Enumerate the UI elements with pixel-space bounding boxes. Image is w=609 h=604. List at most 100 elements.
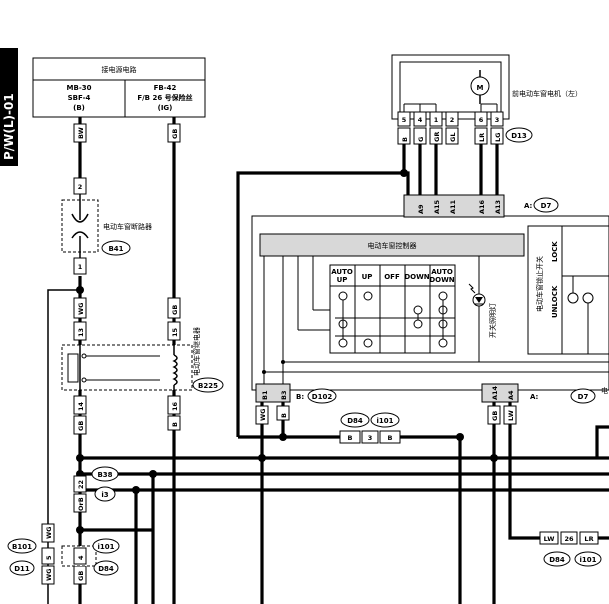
- breaker-label: 电动车窗断路器: [103, 222, 152, 231]
- connector-d84-right: D84: [549, 556, 565, 564]
- wire-lr-j26: LR: [584, 535, 593, 543]
- power-right-fuse-3: (IG): [158, 104, 173, 112]
- controller-top-pin: A9: [417, 204, 425, 214]
- connector-a-prefix-top: A:: [524, 202, 533, 210]
- connector-i101-right: i101: [579, 556, 596, 564]
- controller-a-pin: A14: [491, 385, 499, 400]
- motor-pin-number: 6: [479, 116, 484, 124]
- breaker-pin-1: 1: [78, 263, 83, 271]
- left-wire-tags: BW GB WG GB GB B OrB WG WG GB: [41, 123, 181, 585]
- motor-pin-number: 2: [450, 116, 455, 124]
- lamp-label: 开关照明灯: [488, 303, 497, 338]
- connector-b225: B225: [198, 382, 218, 390]
- relay-pin-14: 14: [77, 401, 85, 411]
- connector-b38: B38: [97, 471, 112, 479]
- wire-lw-j26: LW: [544, 535, 555, 543]
- joint-connector-26: LW 26 LR D84 i101: [539, 531, 602, 567]
- connector-d84-left: D84: [98, 565, 114, 573]
- relay-pin-16: 16: [171, 401, 179, 411]
- controller-bottom-wire-tags: WG GB LW: [255, 405, 517, 425]
- motor-pin-number: 4: [418, 116, 423, 124]
- power-left-fuse-1: MB-30: [67, 84, 92, 92]
- motor-label: 前电动车窗电机（左）: [512, 89, 582, 98]
- controller-a-pin: A4: [507, 390, 515, 400]
- controller-label: 电动车窗控制器: [368, 241, 417, 250]
- edge-cut-label: 电: [601, 386, 608, 395]
- connector-d7-bottom: D7: [578, 393, 589, 401]
- wire-gb-top: GB: [171, 129, 179, 139]
- motor-symbol: M: [477, 84, 484, 92]
- unlock-label: UNLOCK: [551, 285, 559, 318]
- wire-gb-a14: GB: [491, 411, 499, 421]
- connector-d102: D102: [312, 393, 333, 401]
- controller-b-pin: B1: [261, 390, 269, 400]
- controller-top-pins: A9 A15 A11 A16 A13: [417, 199, 502, 214]
- pin-j5: 5: [45, 555, 53, 560]
- relay-pin-15: 15: [171, 327, 179, 337]
- connector-b-prefix: B:: [296, 393, 304, 401]
- switch-header: AUTO: [431, 268, 453, 276]
- motor-pin-number: 5: [402, 116, 407, 124]
- pin-j22: 22: [77, 480, 85, 489]
- connector-i101-left: i101: [97, 543, 114, 551]
- joint-connector-3: D84 i101 B 3 B: [339, 412, 401, 444]
- controller-top-pin: A11: [449, 199, 457, 214]
- connector-d13: D13: [511, 132, 527, 140]
- switch-header: AUTO: [331, 268, 353, 276]
- controller-a-pins: A14 A4: [491, 385, 515, 400]
- page-code-tab: P/W(L)-01: [0, 48, 18, 166]
- switch-header: UP: [337, 276, 348, 284]
- wire-wg-b101: WG: [45, 526, 53, 539]
- connector-d84-top: D84: [347, 417, 363, 425]
- motor-pin-number: 1: [434, 116, 439, 124]
- power-left-fuse-3: (B): [73, 104, 85, 112]
- motor-pin-number: 3: [495, 116, 500, 124]
- controller-b-pins: B1 B3B: [261, 390, 290, 421]
- wire-lw-a4: LW: [507, 410, 515, 421]
- connector-b41: B41: [108, 245, 123, 253]
- power-right-fuse-1: FB-42: [154, 84, 177, 92]
- connector-i101-top: i101: [376, 417, 393, 425]
- wire-wg-d11: WG: [45, 568, 53, 581]
- wire-gb-d11: GB: [77, 571, 85, 581]
- wire-b-lower: B: [171, 422, 179, 427]
- relay-label: 电动车窗继电器: [192, 327, 201, 376]
- switch-header: DOWN: [404, 273, 429, 281]
- lock-switch-label: 电动车窗锁止开关: [535, 256, 544, 312]
- wire-b-left-j3: B: [348, 434, 353, 442]
- switch-header: OFF: [384, 273, 400, 281]
- controller-top-pin: A13: [494, 200, 502, 214]
- wire-wg-b1: WG: [259, 408, 267, 421]
- controller-top-pin: A16: [478, 199, 486, 214]
- wire-orb: OrB: [77, 497, 85, 511]
- switch-header: UP: [362, 273, 373, 281]
- circuit-breaker: 2 1 电动车窗断路器 B41: [61, 177, 152, 275]
- relay-pin-13: 13: [77, 328, 85, 337]
- pin-j4: 4: [77, 555, 85, 560]
- wire-gb-relay: GB: [171, 305, 179, 315]
- motor-pin-wire: GL: [449, 133, 457, 142]
- connector-i3: i3: [101, 491, 108, 499]
- connector-b101: B101: [12, 543, 32, 551]
- motor-pin-wire: B: [401, 137, 409, 142]
- controller-b3-wire: B: [280, 413, 288, 418]
- power-right-fuse-2: F/B 26 号保险丝: [137, 93, 192, 102]
- switch-contacts: [335, 291, 455, 348]
- motor-pin-wire: LG: [494, 133, 502, 142]
- power-supply-box: 接电源电路 MB-30 SBF-4 (B) FB-42 F/B 26 号保险丝 …: [32, 57, 206, 118]
- controller-top-pin: A15: [433, 199, 441, 214]
- connector-d11: D11: [14, 565, 30, 573]
- connector-d7-top: D7: [541, 202, 552, 210]
- pin-j26: 26: [564, 535, 574, 543]
- motor-pin-wire: G: [417, 137, 425, 142]
- power-title: 接电源电路: [102, 65, 137, 74]
- controller-b-pin: B3: [280, 391, 288, 400]
- wire-bw: BW: [77, 127, 85, 139]
- motor-pin-wire: LR: [478, 133, 486, 142]
- page-code: P/W(L)-01: [2, 93, 16, 160]
